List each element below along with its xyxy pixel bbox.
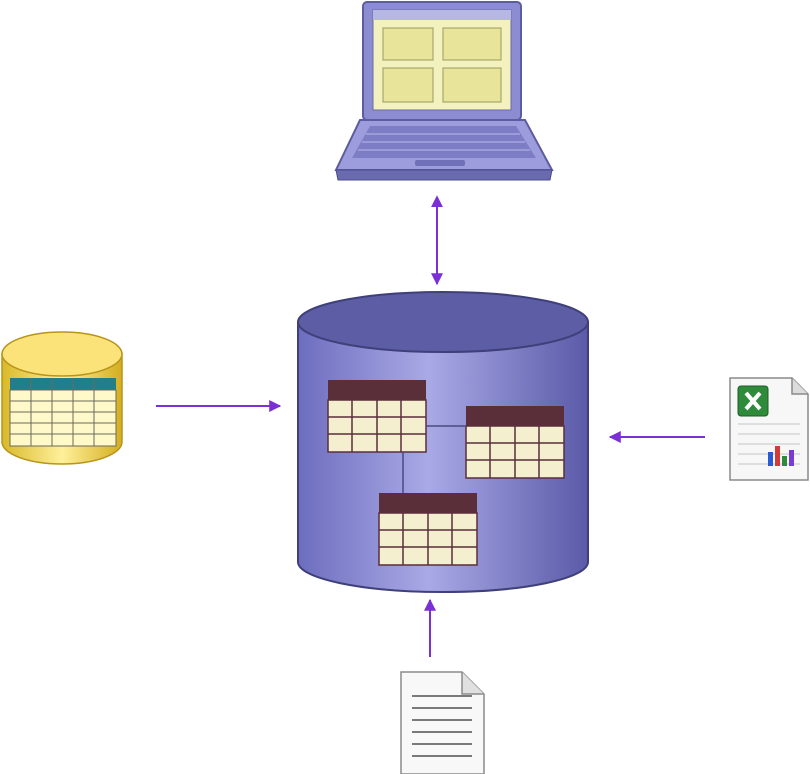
- yellow-database-icon: [1, 331, 123, 465]
- table-right-icon: [465, 406, 565, 479]
- laptop-icon: [334, 1, 554, 181]
- table-bottom-icon: [378, 493, 478, 566]
- text-document-icon: [400, 671, 485, 774]
- table-left-icon: [327, 380, 427, 453]
- table-relationship-lines: [402, 425, 466, 493]
- excel-file-icon: [729, 377, 809, 481]
